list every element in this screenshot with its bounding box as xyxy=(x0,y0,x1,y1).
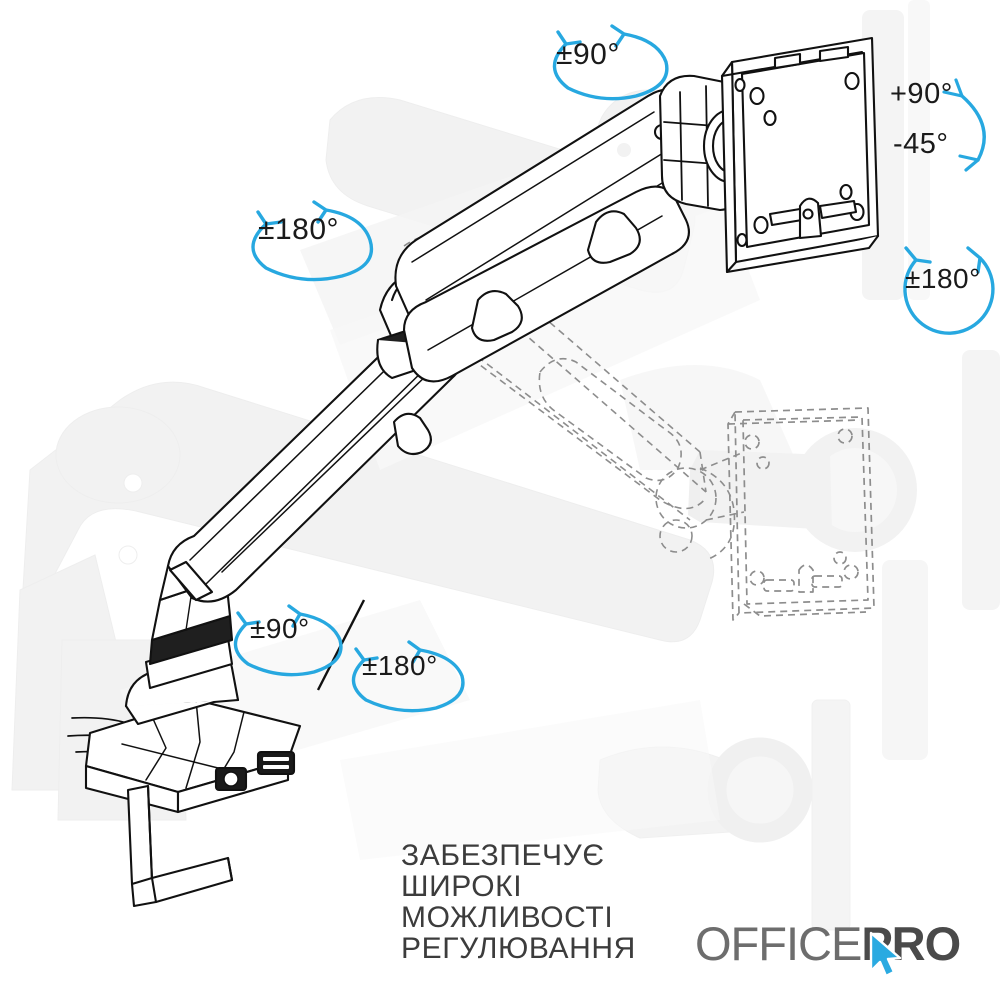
callout-screen-rotation: ±180° xyxy=(905,263,981,294)
callout-tilt-up: +90° xyxy=(890,78,953,110)
arm-rotation-arrow-icon xyxy=(251,200,374,282)
callout-top-rotation: ±90° xyxy=(556,38,620,71)
tagline-line-4: РЕГУЛЮВАННЯ xyxy=(401,932,636,965)
top-rotation-arrow-icon xyxy=(552,24,669,101)
tilt-arrow-icon xyxy=(942,78,986,172)
base-swivel-arrow-icon xyxy=(233,604,343,677)
callout-tilt-down: -45° xyxy=(893,128,949,160)
logo-text-office: OFFICE xyxy=(695,917,862,970)
tagline-line-2: ШИРОКІ xyxy=(401,870,523,903)
tagline-line-1: ЗАБЕЗПЕЧУЄ xyxy=(401,839,605,872)
screen-rotation-arrow-icon xyxy=(903,246,995,335)
callout-base-rotation: ±180° xyxy=(362,650,438,681)
callout-arm-rotation: ±180° xyxy=(258,213,340,246)
callout-base-swivel: ±90° xyxy=(250,613,310,644)
mouse-cursor-icon xyxy=(869,931,902,978)
tagline-line-3: МОЖЛИВОСТІ xyxy=(401,901,614,934)
brand-logo: OFFICEPRO xyxy=(695,915,961,978)
tagline-block: ЗАБЕЗПЕЧУЄ ШИРОКІ МОЖЛИВОСТІ РЕГУЛЮВАННЯ xyxy=(401,840,636,964)
base-rotation-arrow-icon xyxy=(351,640,465,713)
